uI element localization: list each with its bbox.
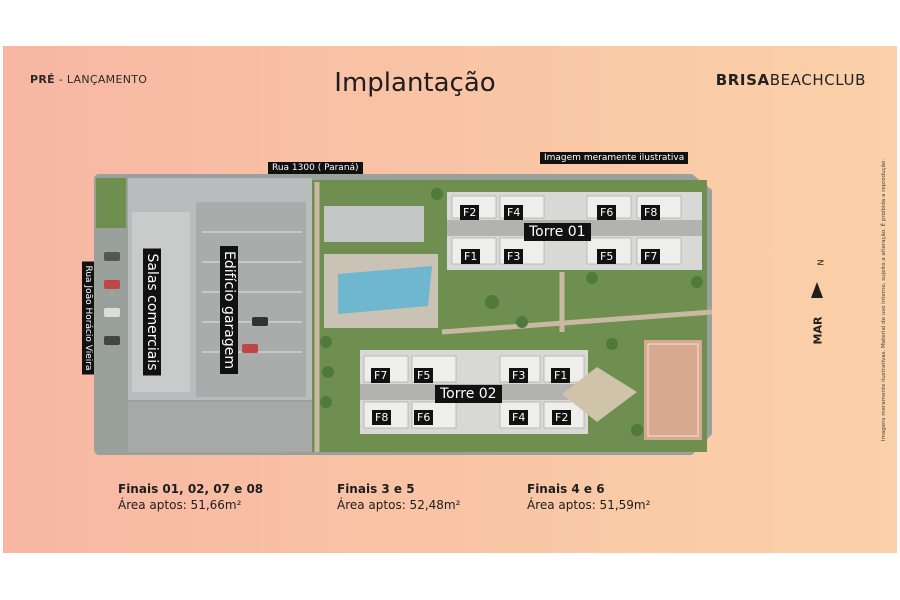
- grass-left-strip: [96, 178, 126, 228]
- site-plan: [94, 174, 713, 455]
- tower-02-unit-f2: F2: [552, 410, 572, 425]
- tower-02-label: Torre 02: [435, 385, 502, 403]
- tower-01-unit-f1: F1: [461, 249, 481, 264]
- tower-02-unit-f8: F8: [372, 410, 392, 425]
- tower-01-unit-f7: F7: [641, 249, 661, 264]
- tower-02-unit-f1: F1: [551, 368, 571, 383]
- garage-roof: [196, 202, 306, 397]
- pre-launch-bold: PRÉ: [30, 73, 55, 86]
- compass-north: N: [816, 259, 826, 266]
- court-lines: [647, 343, 699, 437]
- sports-court: [644, 340, 702, 440]
- tower-01-unit-f6: F6: [597, 205, 617, 220]
- tower-02-unit-f7: F7: [371, 368, 391, 383]
- illustrative-note: Imagem meramente ilustrativa: [540, 152, 689, 164]
- tower-02-unit-f6: F6: [414, 410, 434, 425]
- tower-02-unit-f4: F4: [509, 410, 529, 425]
- pool: [338, 266, 432, 314]
- logo-bold: BRISA: [715, 71, 770, 89]
- tower-01-unit-f3: F3: [504, 249, 524, 264]
- tower-01-unit-f2: F2: [460, 205, 480, 220]
- bottom-road: [128, 402, 312, 452]
- trees: [320, 188, 703, 436]
- compass-sea: MAR: [811, 316, 825, 345]
- brand-logo: BRISABEACHCLUB: [716, 71, 866, 89]
- walkways: [314, 182, 713, 452]
- commercial-rooms-label: Salas comerciais: [143, 248, 161, 376]
- pre-launch-badge: PRÉ - LANÇAMENTO: [30, 73, 147, 86]
- tower-01-unit-f4: F4: [504, 205, 524, 220]
- tower-02-unit-f5: F5: [414, 368, 434, 383]
- finals-area: Área aptos: 51,59m²: [527, 498, 651, 512]
- finals-area: Área aptos: 51,66m²: [118, 498, 242, 512]
- page-title: Implantação: [334, 68, 496, 98]
- finals-group-1: Finais 01, 02, 07 e 08 Área aptos: 51,66…: [118, 481, 263, 513]
- tower-01-unit-f5: F5: [597, 249, 617, 264]
- finals-heading: Finais 3 e 5: [337, 482, 415, 496]
- disclaimer-text: Imagens meramente ilustrativas. Material…: [881, 158, 887, 442]
- finals-heading: Finais 01, 02, 07 e 08: [118, 482, 264, 496]
- finals-area: Área aptos: 52,48m²: [337, 498, 461, 512]
- logo-rest: BEACHCLUB: [769, 71, 866, 89]
- street-left-label: Rua João Horácio Vieira: [82, 261, 94, 375]
- street-top-label: Rua 1300 ( Paraná): [268, 162, 363, 174]
- commercial-rooms: [132, 212, 190, 392]
- garage-building-label: Edifício garagem: [220, 246, 238, 374]
- finals-group-2: Finais 3 e 5 Área aptos: 52,48m²: [337, 481, 460, 513]
- north-arrow-icon: [811, 282, 823, 298]
- playground: [562, 367, 637, 422]
- tower-01-unit-f8: F8: [641, 205, 661, 220]
- tower-02-unit-f3: F3: [509, 368, 529, 383]
- parked-cars: [104, 252, 268, 447]
- finals-group-3: Finais 4 e 6 Área aptos: 51,59m²: [527, 481, 650, 513]
- pool-pavilion: [324, 206, 424, 242]
- pre-launch-rest: - LANÇAMENTO: [54, 73, 148, 86]
- finals-heading: Finais 4 e 6: [527, 482, 605, 496]
- tower-01-label: Torre 01: [524, 223, 591, 241]
